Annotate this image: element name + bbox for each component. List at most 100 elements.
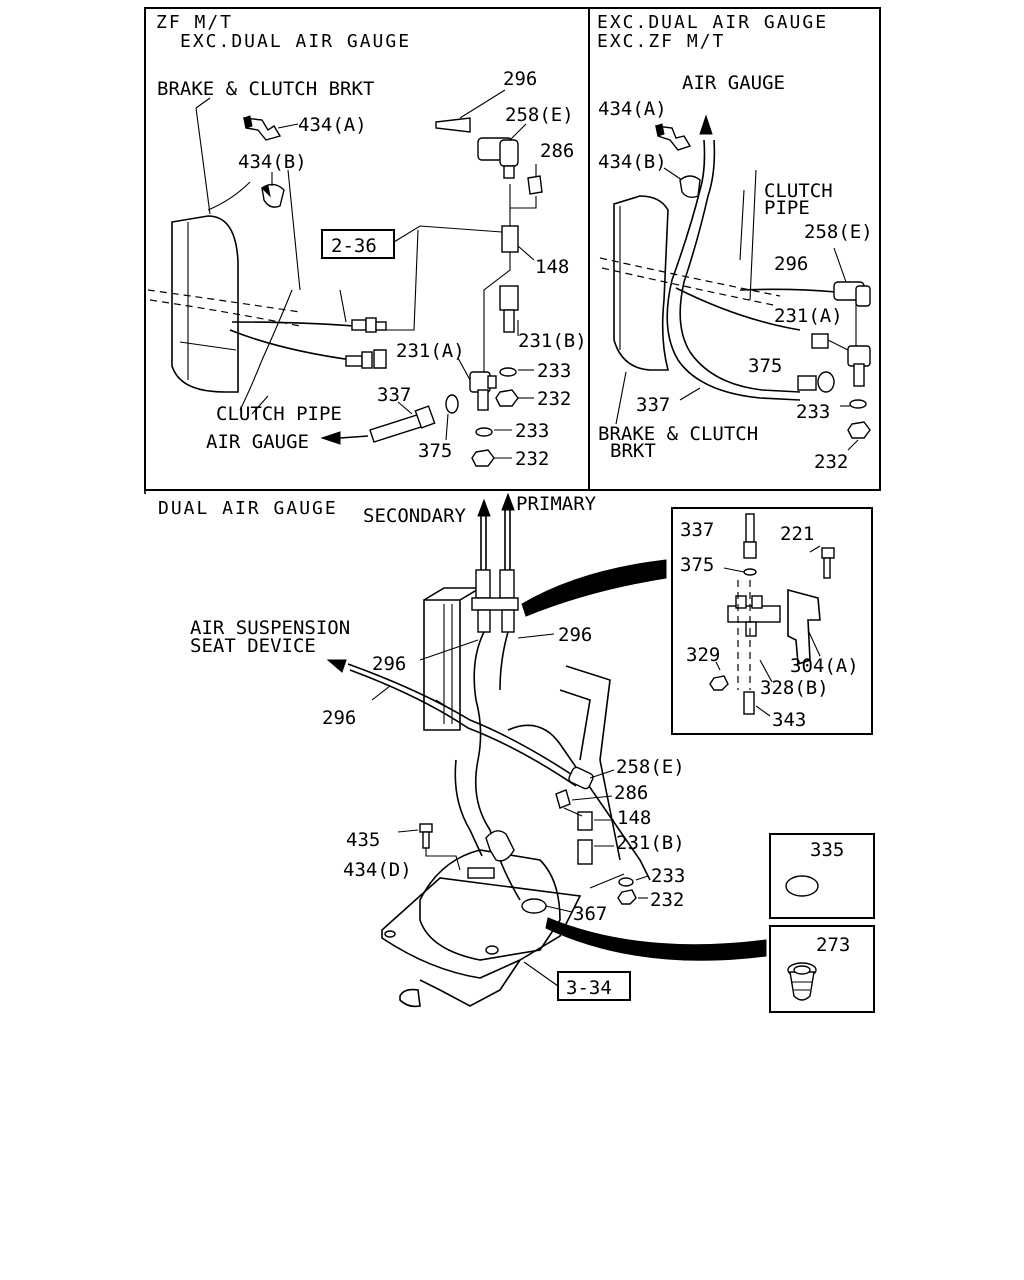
shift-tower [507,724,651,881]
panel-dual: DUAL AIR GAUGE SECONDARY PRIMARY 296 296 [144,490,767,1008]
label-148-bottom: 148 [617,807,651,829]
label-435: 435 [346,829,380,851]
part-148 [501,225,519,253]
nut-232-right [847,421,871,439]
label-328b-detail: 328(B) [760,677,829,699]
nut-232-lower [471,449,495,467]
panel-detail-335: 335 [769,833,875,919]
label-clutch-line2: PIPE [764,197,810,219]
housing-block [423,599,461,731]
part-231b-bottom [577,839,593,865]
fitting-lower [345,349,387,369]
outlet-pipe [399,988,421,1008]
label-367: 367 [573,903,607,925]
label-434a: 434(A) [298,114,367,136]
panel-exc-dual-border [588,7,881,491]
panel-exc-dual: EXC.DUAL AIR GAUGE EXC.ZF M/T AIR GAUGE … [588,7,881,491]
label-375-detail: 375 [680,554,714,576]
label-329-detail: 329 [686,644,720,666]
arrow-air-gauge-right [699,114,713,135]
hose-337-detail [745,513,755,543]
hose-to-seat [347,663,581,781]
label-air-susp-2: SEAT DEVICE [190,635,316,657]
panel-exc-dual-header-2: EXC.ZF M/T [597,31,725,52]
fitting-upper [351,317,387,333]
label-434b: 434(B) [238,151,307,173]
label-296-a: 296 [322,707,356,729]
nut-232-bottom [617,889,637,905]
label-375-right: 375 [748,355,782,377]
plug-335 [785,875,819,897]
panel-zf-mt-header-2: EXC.DUAL AIR GAUGE [180,31,411,52]
label-258e: 258(E) [505,104,574,126]
label-232-right: 232 [814,451,848,473]
label-337-detail: 337 [680,519,714,541]
label-296-c: 296 [558,624,592,646]
arrow-secondary [477,498,491,517]
clip-434d [485,830,515,862]
panel-detail: 337 375 221 304(A) 329 328(B) 343 [671,507,873,735]
panel-detail-border [671,507,873,735]
label-231b-bottom: 231(B) [616,832,685,854]
grommet-273 [787,962,817,1001]
clutch-pipe-line [229,329,353,361]
spacer-343 [743,691,755,715]
gasket-375 [445,394,459,414]
label-233-a: 233 [537,360,571,382]
label-231a-right: 231(A) [774,305,843,327]
elbow-258e [477,137,519,179]
label-296: 296 [503,68,537,90]
bolt-221 [821,547,835,579]
label-258e-bottom: 258(E) [616,756,685,778]
washer-233 [499,367,517,377]
label-434b-right: 434(B) [598,151,667,173]
label-232-bottom: 232 [650,889,684,911]
nut-232 [495,389,519,407]
label-231b: 231(B) [518,330,587,352]
label-air-gauge-right: AIR GAUGE [682,72,785,94]
label-337: 337 [377,384,411,406]
part-148-bottom [577,811,593,831]
part-231a-right [811,333,871,387]
label-233-right: 233 [796,401,830,423]
elbow-258e-bottom [568,766,594,790]
label-258e-right: 258(E) [804,221,873,243]
ref-box-2-36 [321,229,395,259]
washer-375-detail [743,568,757,576]
label-375: 375 [418,440,452,462]
brake-clutch-bracket-right [613,195,670,371]
panel-335-border [769,833,875,919]
label-296-b: 296 [372,653,406,675]
label-2-36: 2-36 [331,235,377,257]
panel-detail-273: 273 [769,925,875,1013]
panel-zf-mt: ZF M/T EXC.DUAL AIR GAUGE BRAKE & CLUTCH… [144,7,590,491]
label-secondary: SECONDARY [363,505,467,527]
label-primary: PRIMARY [516,493,597,515]
elbow-258e-right [833,281,871,307]
detail-callout-lower [545,917,767,961]
label-343-detail: 343 [772,709,806,731]
label-232-b: 232 [515,448,549,470]
label-233-b: 233 [515,420,549,442]
label-304a-detail: 304(A) [790,655,859,677]
clip-434a [243,115,282,141]
label-434a-right: 434(A) [598,98,667,120]
label-337-right: 337 [636,394,670,416]
grommet-367 [521,898,547,914]
label-brake-clutch-brkt: BRAKE & CLUTCH BRKT [157,78,374,100]
label-231a: 231(A) [396,340,465,362]
washer-233-lower [475,427,493,437]
label-434d: 434(D) [343,859,412,881]
detail-callout-upper [521,559,667,617]
panel-zf-mt-header-1: ZF M/T [156,12,233,33]
boot [419,849,561,961]
part-231a [469,371,497,411]
washer-233-bottom [618,877,634,887]
bracket-304a [787,588,821,666]
hose-337 [369,413,425,443]
hose-337-right [666,139,801,401]
label-221-detail: 221 [780,523,814,545]
nut-329 [709,675,729,691]
label-air-gauge: AIR GAUGE [206,431,309,453]
